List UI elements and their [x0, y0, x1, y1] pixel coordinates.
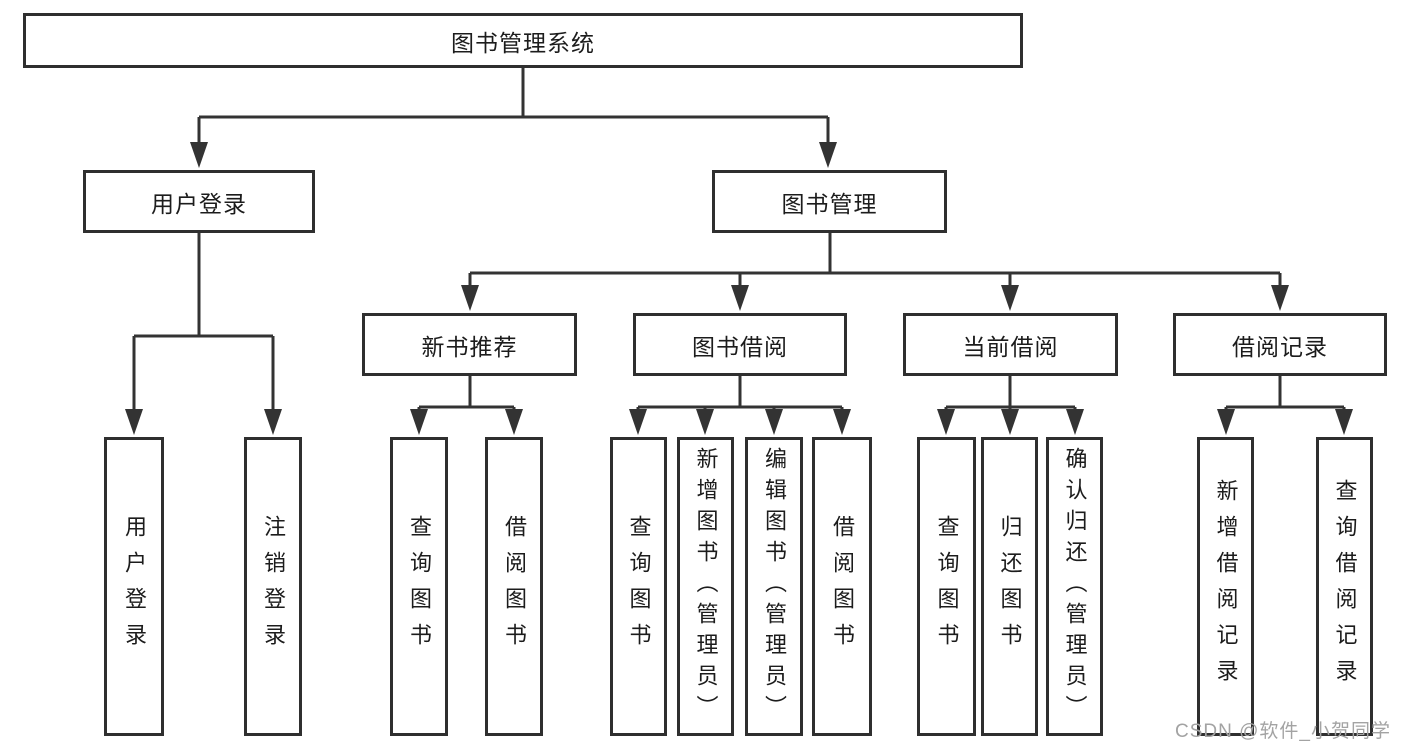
connector-current-borrow-children [944, 376, 1077, 412]
leaf-add-books-admin: 新增图书（管理员） [677, 437, 734, 736]
connector-new-book-children [417, 376, 516, 412]
connector-root-to-level1 [197, 68, 830, 144]
leaf-add-borrow-record: 新增借阅记录 [1197, 437, 1254, 736]
leaf-borrow-books: 借阅图书 [812, 437, 872, 736]
csdn-watermark: CSDN @软件_小贺同学 [1175, 721, 1391, 742]
node-library-system: 图书管理系统 [23, 13, 1023, 68]
leaf-borrow-books-recommend: 借阅图书 [485, 437, 543, 736]
leaf-return-books: 归还图书 [981, 437, 1038, 736]
connector-book-borrow-children [636, 376, 844, 412]
leaf-query-books-current: 查询图书 [917, 437, 976, 736]
leaf-user-login: 用户登录 [104, 437, 164, 736]
node-book-management: 图书管理 [712, 170, 947, 233]
node-book-borrow: 图书借阅 [633, 313, 847, 376]
connector-book-mgmt-to-level2 [468, 233, 1282, 288]
leaf-logout: 注销登录 [244, 437, 302, 736]
connector-records-children [1224, 376, 1346, 412]
connector-user-login-children [132, 233, 275, 412]
node-borrow-records: 借阅记录 [1173, 313, 1387, 376]
leaf-query-books-recommend: 查询图书 [390, 437, 448, 736]
node-user-login: 用户登录 [83, 170, 315, 233]
leaf-query-books-borrow: 查询图书 [610, 437, 667, 736]
node-current-borrow: 当前借阅 [903, 313, 1118, 376]
leaf-query-borrow-record: 查询借阅记录 [1316, 437, 1373, 736]
node-new-book-recommend: 新书推荐 [362, 313, 577, 376]
arrowheads [125, 142, 1353, 435]
leaf-confirm-return-admin: 确认归还（管理员） [1046, 437, 1103, 736]
leaf-edit-books-admin: 编辑图书（管理员） [745, 437, 803, 736]
